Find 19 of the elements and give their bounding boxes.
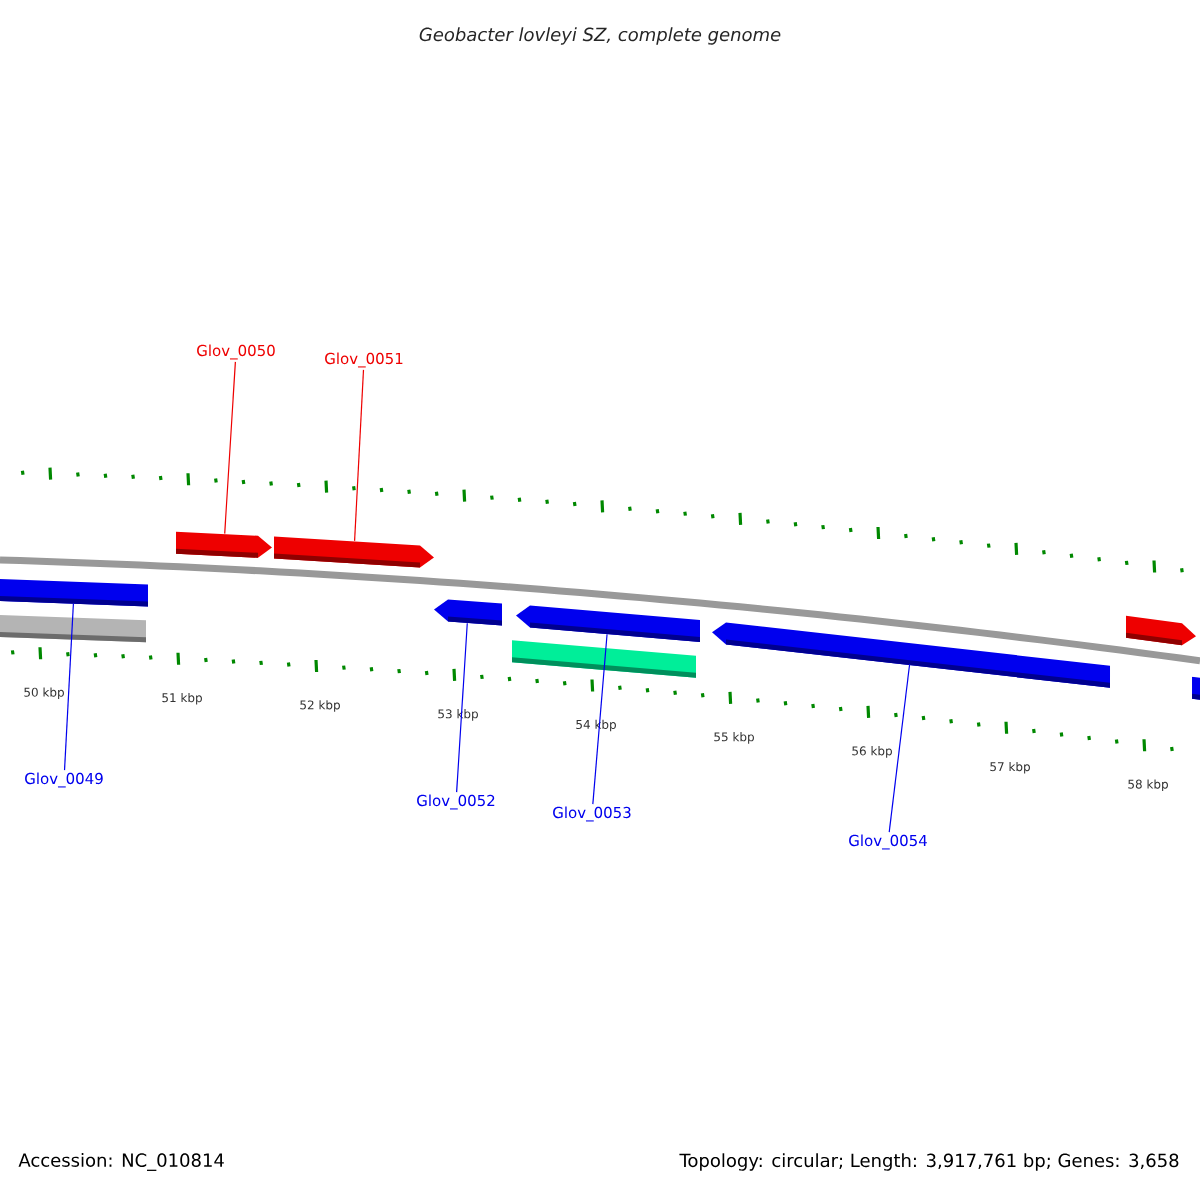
gene-feature <box>1126 615 1196 646</box>
gene-feature <box>0 579 148 607</box>
footer-text: Topology: circular; Length: 3,917,761 bp; Genes: 3,658 <box>679 1153 1179 1171</box>
leader-line <box>63 603 74 771</box>
leader-line <box>592 633 608 805</box>
leader-line <box>456 622 468 793</box>
gene-feature <box>434 599 502 626</box>
feature-bar <box>512 640 696 678</box>
feature-bar <box>1192 676 1200 700</box>
gene-feature <box>274 536 434 568</box>
leader-line <box>354 369 365 542</box>
title: Geobacter lovleyi SZ, complete genome <box>419 27 781 45</box>
leader-line <box>224 361 236 535</box>
gene-feature <box>176 531 272 558</box>
feature-bar <box>0 615 146 643</box>
gene-feature <box>516 605 700 643</box>
leader-line <box>888 663 911 833</box>
gene-feature <box>712 622 1110 688</box>
footer-text: Accession: NC_010814 <box>18 1153 224 1171</box>
